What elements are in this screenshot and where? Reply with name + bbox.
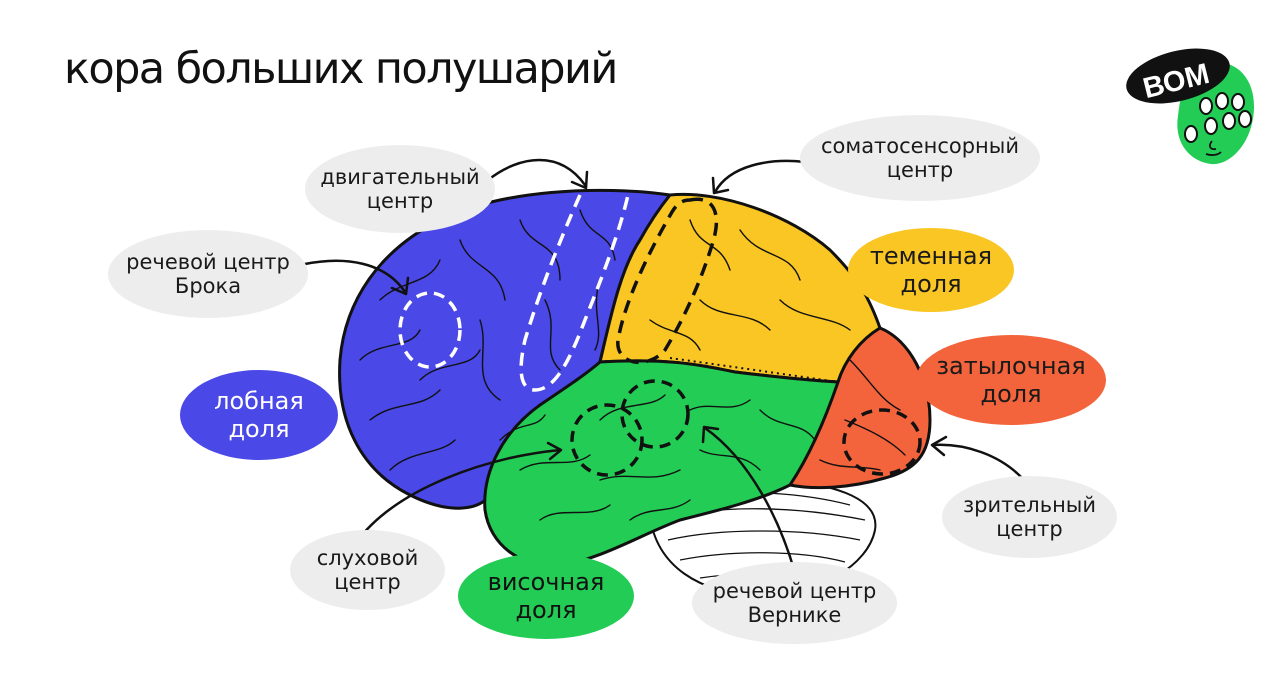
auditory-arrow	[360, 448, 562, 537]
motor-arrow-head	[570, 170, 589, 190]
auditory-area-outline	[570, 403, 644, 477]
occipital-lobe-label: затылочная доля	[916, 335, 1106, 425]
auditory-arrow-head	[546, 441, 563, 461]
temporal-lobe	[483, 359, 841, 567]
temporal-lobe-label: височная доля	[458, 553, 634, 639]
wernicke-area-outline	[620, 379, 690, 449]
parietal-lobe-label: теменная доля	[848, 228, 1014, 312]
motor-arrow	[486, 158, 587, 187]
broca-arrow	[303, 259, 407, 294]
logo-eyes	[1184, 92, 1252, 143]
broca-area-outline	[398, 291, 462, 369]
vom-logo: ВОМ	[1126, 48, 1254, 165]
visual-area-outline	[842, 408, 922, 476]
page-title: кора больших полушарий	[64, 44, 618, 94]
auditory-center-label: слуховой центр	[290, 530, 445, 610]
visual-arrow-head	[930, 435, 948, 457]
somatosensory-cortex-outline	[616, 197, 719, 365]
broca-center-label: речевой центр Брока	[108, 230, 308, 318]
somatosensory-arrow-head	[711, 176, 730, 195]
frontal-lobe-label: лобная доля	[180, 370, 338, 460]
wernicke-arrow	[703, 426, 797, 575]
visual-arrow	[931, 443, 1024, 480]
gyri-lines	[359, 209, 906, 521]
motor-cortex-outline	[519, 194, 630, 392]
visual-center-label: зрительный центр	[942, 476, 1117, 558]
pointer-arrows	[303, 158, 1024, 575]
somatosensory-arrow	[713, 159, 807, 194]
wernicke-arrow-head	[701, 425, 720, 444]
broca-arrow-head	[390, 276, 410, 296]
wernicke-center-label: речевой центр Вернике	[692, 562, 897, 644]
somatosensory-center-label: соматосенсорный центр	[800, 115, 1040, 201]
motor-center-label: двигательный центр	[305, 145, 495, 233]
lateral-boundary	[669, 357, 839, 383]
